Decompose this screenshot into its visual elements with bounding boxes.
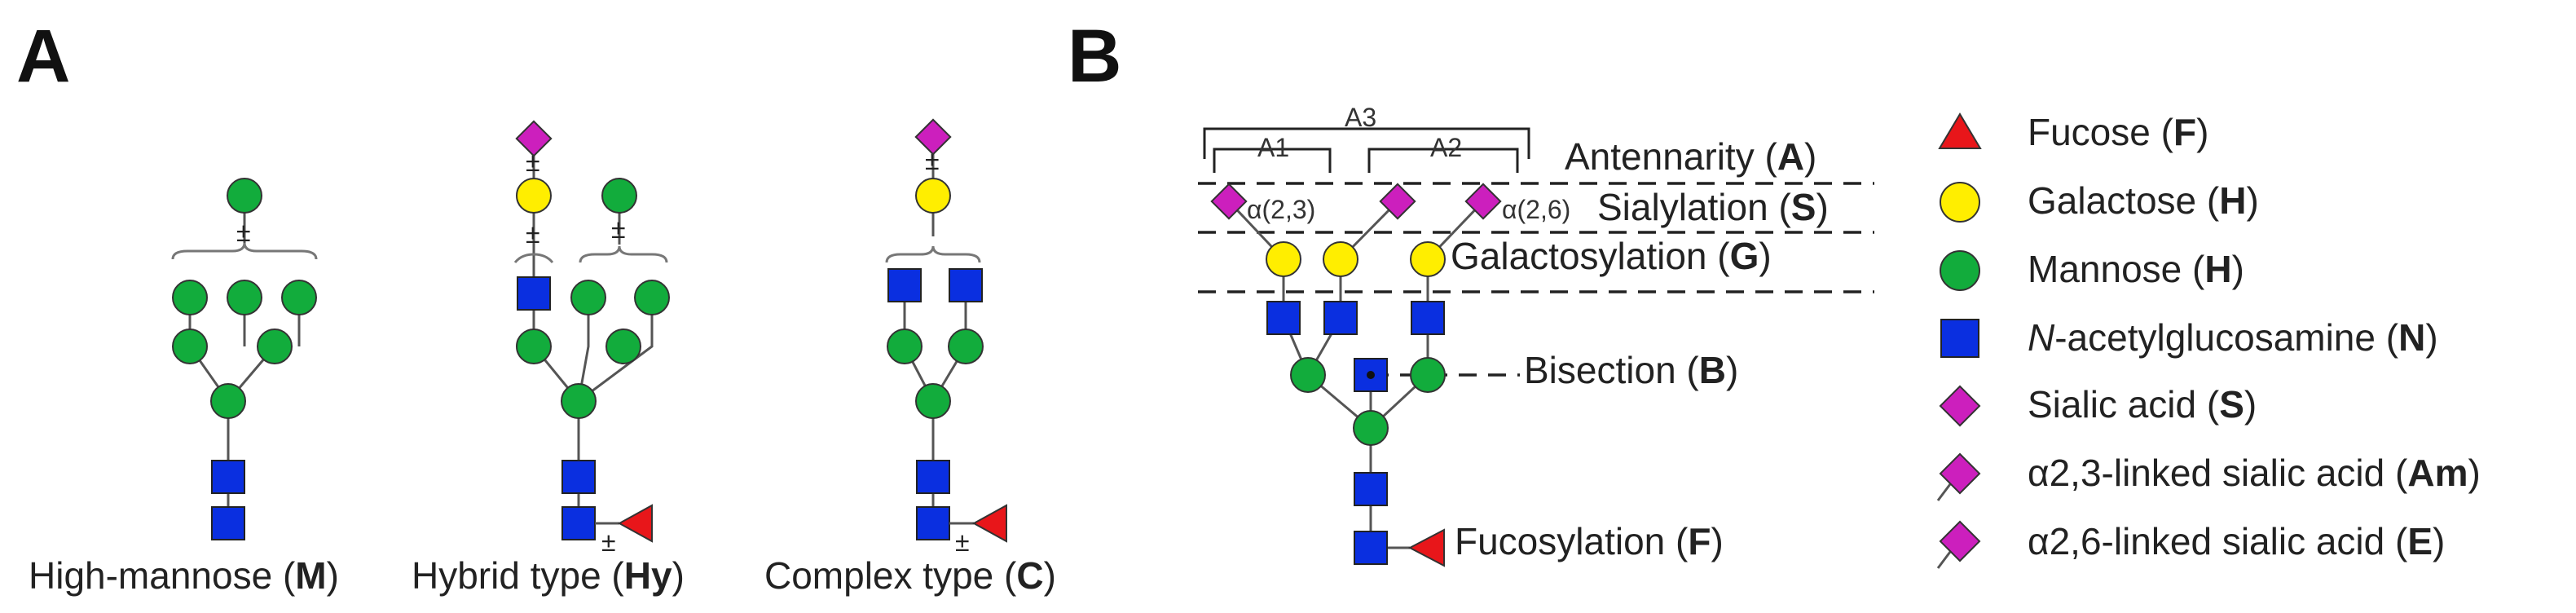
pm-sign: ± [925, 146, 940, 175]
glcnac-icon [1411, 301, 1445, 335]
alpha26-sialic-legend-icon [1939, 520, 1981, 562]
complex-structure: ± ± [885, 118, 1007, 557]
glcnac-icon [916, 506, 950, 540]
panel-b-letter: B [1068, 15, 1121, 98]
galactose-icon [1410, 241, 1446, 277]
glcnac-icon [211, 460, 245, 494]
pm-sign: ± [611, 214, 626, 244]
legend-sialic-acid: Sialic acid (S) [2028, 383, 2257, 426]
label-sialylation: Sialylation (S) [1597, 186, 1829, 228]
mannose-icon [561, 383, 597, 419]
alpha26-label: α(2,6) [1502, 195, 1570, 224]
fucose-icon [617, 504, 653, 543]
galactose-icon [915, 178, 951, 214]
caption-complex: Complex type (C) [764, 554, 1056, 597]
sialic-acid-icon [515, 120, 553, 157]
mannose-icon [227, 178, 262, 214]
glcnac-icon [1354, 472, 1388, 506]
galactose-icon [1323, 241, 1358, 277]
glcnac-icon [561, 460, 596, 494]
mannose-icon [605, 329, 641, 364]
hybrid-structure: ± ± ± ± [513, 120, 670, 557]
fucose-icon [1407, 528, 1445, 567]
mannose-icon [915, 383, 951, 419]
mannose-icon [1410, 357, 1446, 393]
sialic-acid-legend-icon [1939, 385, 1981, 427]
glcnac-icon [949, 268, 983, 302]
mannose-icon [172, 329, 208, 364]
pm-sign: ± [526, 219, 540, 249]
legend-fucose: Fucose (F) [2028, 111, 2208, 153]
a1-bracket [1213, 148, 1332, 173]
pm-sign: ± [601, 527, 616, 557]
alpha23-label: α(2,3) [1247, 195, 1315, 224]
mannose-icon [227, 280, 262, 315]
glcnac-icon [517, 276, 551, 311]
label-antennarity: Antennarity (A) [1565, 135, 1816, 178]
a2-label: A2 [1430, 133, 1462, 162]
galactose-legend-icon [1940, 182, 1980, 223]
glcnac-icon [887, 268, 922, 302]
mannose-icon [172, 280, 208, 315]
mannose-legend-icon [1940, 250, 1980, 291]
panel-b: B A3 A1 A2 Antennarity (A) Sialylation (… [1068, 15, 1874, 567]
sialic-acid-icon [1379, 183, 1416, 220]
mannose-icon [570, 280, 606, 315]
legend-alpha23: α2,3-linked sialic acid (Am) [2028, 452, 2481, 494]
legend-galactose: Galactose (H) [2028, 179, 2259, 222]
legend-alpha26: α2,6-linked sialic acid (E) [2028, 520, 2445, 562]
sialic-acid-icon [914, 118, 952, 156]
fucose-legend-icon [1938, 112, 1982, 149]
galactose-icon [1266, 241, 1301, 277]
caption-hybrid: Hybrid type (Hy) [412, 554, 685, 597]
panel-a: A ± High-mannose (M) ± ± ± [16, 15, 1056, 597]
galactose-icon [516, 178, 552, 214]
label-galactosylation: Galactosylation (G) [1451, 235, 1772, 277]
sialic-acid-icon [1464, 183, 1502, 220]
pm-sign: ± [526, 148, 540, 177]
glcnac-icon [1323, 301, 1358, 335]
a3-label: A3 [1345, 103, 1376, 132]
glcnac-bisecting-icon [1354, 358, 1388, 392]
mannose-icon [281, 280, 317, 315]
mannose-icon [1353, 410, 1389, 446]
legend-mannose: Mannose (H) [2028, 248, 2244, 290]
glcnac-icon [916, 460, 950, 494]
pm-sign: ± [955, 527, 970, 557]
glcnac-icon [211, 506, 245, 540]
caption-high-mannose: High-mannose (M) [29, 554, 339, 597]
panel-a-letter: A [16, 15, 70, 98]
glcnac-icon [1354, 531, 1388, 565]
mannose-icon [948, 329, 984, 364]
label-fucosylation: Fucosylation (F) [1455, 520, 1724, 562]
legend-glcnac: N-acetylglucosamine (N) [2028, 316, 2438, 359]
a3-bracket [1203, 127, 1530, 159]
glcnac-icon [561, 506, 596, 540]
bisection-dot [1367, 371, 1375, 379]
a1-label: A1 [1257, 133, 1289, 162]
mannose-icon [516, 329, 552, 364]
glcnac-legend-icon [1940, 319, 1979, 358]
sialic-acid-icon [1210, 183, 1248, 220]
mannose-icon [210, 383, 246, 419]
mannose-icon [601, 178, 637, 214]
pm-sign: ± [236, 218, 251, 247]
a2-bracket [1367, 148, 1519, 173]
mannose-icon [257, 329, 293, 364]
high-mannose-structure: ± [171, 178, 318, 540]
mannose-icon [887, 329, 923, 364]
fucose-icon [971, 504, 1007, 543]
alpha23-sialic-legend-icon [1939, 452, 1981, 495]
legend: Fucose (F) Galactose (H) Mannose (H) N-a… [1936, 111, 2481, 569]
mannose-icon [1290, 357, 1326, 393]
glcnac-icon [1266, 301, 1301, 335]
label-bisection: Bisection (B) [1524, 349, 1738, 391]
mannose-icon [634, 280, 670, 315]
